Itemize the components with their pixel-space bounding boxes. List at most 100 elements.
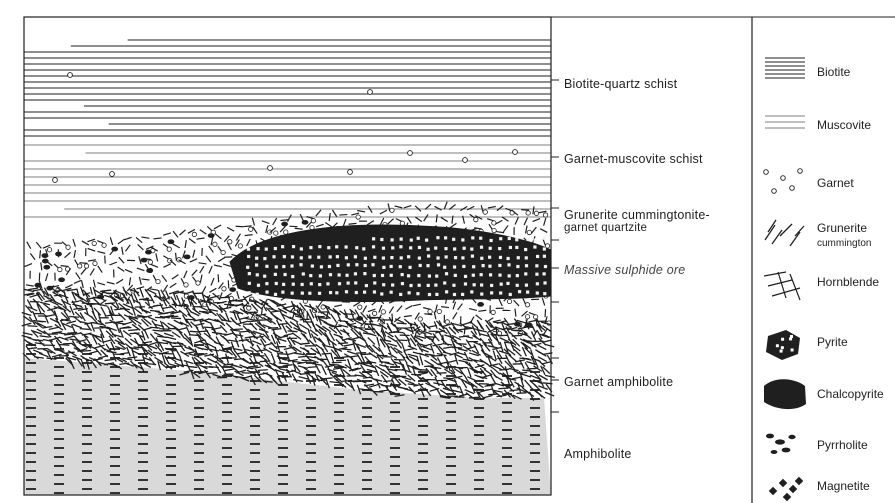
ore-grain	[282, 283, 285, 286]
hornblende-needle	[315, 364, 320, 373]
hornblende-needle	[545, 375, 555, 377]
ore-grain	[256, 293, 259, 296]
hornblende-needle	[226, 323, 233, 330]
grunerite-needle	[193, 250, 195, 258]
hornblende-needle	[141, 319, 148, 326]
hornblende-needle	[422, 346, 431, 349]
ore-grain	[373, 290, 376, 293]
hornblende-needle	[284, 333, 294, 335]
sulphide-blob	[229, 287, 236, 292]
ore-grain	[443, 281, 446, 284]
hornblende-needle	[39, 353, 48, 357]
ore-grain	[365, 284, 368, 287]
hornblende-needle	[34, 357, 44, 358]
hornblende-needle	[235, 338, 238, 347]
grunerite-needle	[173, 231, 178, 237]
hornblende-needle	[500, 342, 503, 352]
hornblende-needle	[271, 329, 281, 330]
hornblende-needle	[497, 395, 507, 396]
legend-label-chalcopyrite: Chalcopyrite	[817, 388, 884, 401]
hornblende-needle	[159, 362, 167, 368]
hornblende-needle	[81, 351, 91, 352]
hornblende-needle	[150, 334, 156, 342]
hornblende-needle	[258, 370, 268, 371]
ore-grain	[328, 265, 331, 268]
hornblende-needle	[88, 351, 98, 354]
hornblende-needle	[221, 307, 231, 309]
ore-grain	[471, 255, 474, 258]
grunerite-symbol	[772, 230, 782, 244]
hornblende-needle	[159, 329, 169, 330]
ore-grain	[526, 290, 529, 293]
hornblende-needle	[140, 288, 143, 297]
grunerite-needle	[26, 285, 34, 286]
hornblende-needle	[198, 348, 208, 350]
cross-section-panel	[22, 40, 555, 495]
hornblende-needle	[432, 344, 442, 346]
legend-label-magnetite: Magnetite	[817, 480, 870, 493]
hornblende-needle	[319, 318, 329, 319]
hornblende-needle	[150, 294, 155, 303]
hornblende-needle	[80, 329, 90, 330]
ore-grain	[300, 247, 303, 250]
garnet-symbol	[772, 189, 777, 194]
hornblende-needle	[279, 363, 289, 364]
grunerite-needle	[107, 282, 115, 284]
sulphide-blob	[111, 247, 118, 252]
grunerite-needle	[514, 300, 520, 306]
legend-label-hornblende: Hornblende	[817, 276, 879, 289]
grunerite-needle	[280, 220, 288, 221]
garnet-grain	[534, 211, 538, 215]
hornblende-needle	[405, 348, 415, 350]
hornblende-needle	[466, 340, 471, 348]
ore-grain	[444, 247, 447, 250]
ore-grain	[435, 293, 438, 296]
hornblende-needle	[521, 374, 531, 377]
hornblende-needle	[157, 336, 167, 337]
grunerite-needle	[478, 310, 486, 311]
hornblende-needle	[405, 380, 414, 384]
ore-grain	[498, 274, 501, 277]
ore-grain	[480, 292, 483, 295]
hornblende-needle	[294, 353, 304, 355]
ore-grain	[299, 263, 302, 266]
grunerite-needle	[206, 256, 211, 262]
hornblende-needle	[455, 355, 458, 365]
garnet-grain	[110, 172, 115, 177]
ore-grain	[255, 263, 258, 266]
ore-grain	[516, 265, 519, 268]
ore-grain	[499, 237, 502, 240]
ore-grain	[248, 291, 251, 294]
grunerite-needle	[163, 233, 171, 235]
hornblende-needle	[300, 343, 310, 344]
ore-grain	[409, 246, 412, 249]
ore-grain	[428, 274, 431, 277]
garnet-grain	[58, 267, 62, 271]
ore-grain	[427, 284, 430, 287]
garnet-grain	[53, 178, 58, 183]
ore-grain	[274, 247, 277, 250]
ore-grain	[515, 238, 518, 241]
ore-grain	[536, 255, 539, 258]
garnet-grain	[543, 213, 547, 217]
ore-grain	[407, 274, 410, 277]
hornblende-needle	[332, 362, 342, 363]
ore-grain	[443, 266, 446, 269]
ore-grain	[488, 265, 491, 268]
grunerite-needle	[170, 283, 177, 287]
hornblende-needle	[202, 311, 212, 312]
ore-grain	[355, 246, 358, 249]
grunerite-needle	[247, 239, 251, 246]
ore-grain	[281, 245, 284, 248]
ore-grain	[480, 257, 483, 260]
hornblende-needle	[98, 304, 108, 306]
sulphide-blob	[42, 259, 49, 264]
grunerite-needle	[30, 253, 35, 259]
grunerite-needle	[124, 237, 132, 240]
hornblende-needle	[215, 347, 218, 357]
garnet-grain	[196, 281, 200, 285]
ore-grain	[257, 284, 260, 287]
ore-grain	[489, 239, 492, 242]
grunerite-needle	[236, 234, 240, 241]
grunerite-needle	[388, 219, 394, 224]
